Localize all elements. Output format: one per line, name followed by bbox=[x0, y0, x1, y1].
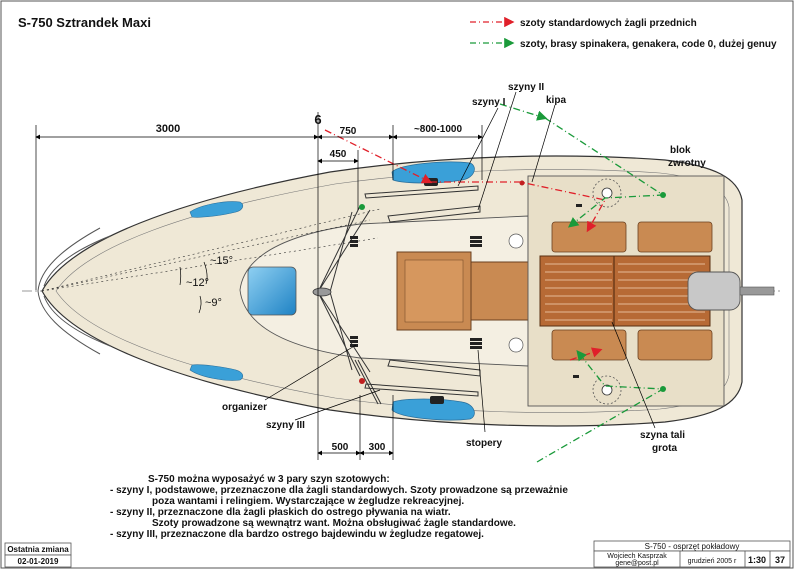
lead-block-stbd bbox=[359, 378, 365, 384]
label-zwrotny: zwrotny bbox=[668, 158, 706, 169]
seat-stbd-fwd bbox=[551, 329, 627, 361]
stamp-label: Ostatnia zmiana bbox=[7, 545, 69, 554]
label-szyny-i: szyny I bbox=[472, 97, 506, 108]
legend-red-label: szoty standardowych żagli przednich bbox=[520, 18, 697, 29]
notes-line-3: - szyny III, przeznaczone dla bardzo ost… bbox=[110, 529, 484, 540]
notes-line-1b: poza wantami i relingiem. Wystarczające … bbox=[152, 496, 465, 507]
green-sheet-lines bbox=[499, 103, 666, 463]
notes-line-2b: Szoty prowadzone są wewnątrz want. Można… bbox=[152, 518, 516, 529]
angle-lines bbox=[41, 208, 381, 292]
winch-stbd-drum bbox=[601, 384, 613, 396]
dim-3000: 3000 bbox=[156, 123, 180, 135]
titleblock-email: gene@post.pl bbox=[615, 560, 659, 567]
winch-port-drum bbox=[601, 187, 613, 199]
shrouds bbox=[317, 205, 371, 377]
label-blok: blok bbox=[670, 145, 691, 156]
window-stbd-aft bbox=[391, 398, 475, 421]
legend-green-label: szoty, brasy spinakera, genakera, code 0… bbox=[520, 39, 777, 50]
seat-port-aft bbox=[637, 221, 713, 253]
winch-port bbox=[592, 178, 622, 208]
rail-iii-stbd bbox=[354, 359, 382, 405]
rail-i-port bbox=[387, 205, 481, 223]
notes-intro: S-750 można wyposażyć w 3 pary szyn szot… bbox=[148, 474, 390, 485]
rail-ii-stbd bbox=[364, 383, 479, 397]
winch-cabin-stbd bbox=[508, 337, 524, 353]
mast bbox=[312, 287, 332, 297]
label-angle-12: ~12° bbox=[186, 277, 209, 289]
hatch-garage bbox=[470, 261, 532, 321]
tiller bbox=[739, 286, 775, 296]
window-port-aft bbox=[391, 161, 475, 184]
cockpit-floor bbox=[539, 255, 711, 327]
notes-line-1: - szyny I, podstawowe, przeznaczone dla … bbox=[110, 485, 568, 496]
dim-300: 300 bbox=[369, 442, 386, 453]
dim-750: 750 bbox=[340, 126, 357, 137]
dim-450: 450 bbox=[330, 149, 347, 160]
bow-pulpit bbox=[37, 227, 111, 355]
stamp-date-box bbox=[4, 554, 72, 568]
titleblock-date: grudzień 2005 r bbox=[688, 558, 737, 565]
lead-block-port bbox=[359, 204, 365, 210]
outboard-motor bbox=[687, 271, 741, 311]
titleblock-title: S-750 - osprzęt pokładowy bbox=[645, 542, 740, 551]
seat-port-fwd bbox=[551, 221, 627, 253]
leader-lines bbox=[264, 91, 656, 433]
dim-800-1000: ~800-1000 bbox=[414, 124, 463, 135]
drawing-title: S-750 Sztrandek Maxi bbox=[18, 15, 151, 30]
window-port-fwd bbox=[189, 201, 244, 218]
label-grota: grota bbox=[652, 443, 677, 454]
titleblock-number: 37 bbox=[775, 555, 785, 565]
titleblock-author: Wojciech Kasprzak bbox=[607, 553, 667, 560]
forehatch-window bbox=[247, 266, 297, 316]
label-stopery: stopery bbox=[466, 438, 503, 449]
titleblock-body bbox=[593, 550, 791, 568]
dim-500: 500 bbox=[332, 442, 349, 453]
stamp-date: 02-01-2019 bbox=[18, 557, 59, 566]
label-organizer: organizer bbox=[222, 402, 267, 413]
block-rail-stbd bbox=[430, 396, 444, 404]
label-angle-9: ~9° bbox=[205, 297, 222, 309]
angle-arc-9 bbox=[198, 295, 202, 314]
winch-stbd bbox=[592, 375, 622, 405]
label-szyna-tali: szyna tali bbox=[640, 430, 685, 441]
label-szyny-ii: szyny II bbox=[508, 82, 544, 93]
angle-arc-15 bbox=[203, 261, 208, 285]
label-angle-15: ~15° bbox=[210, 255, 233, 267]
notes-block: S-750 można wyposażyć w 3 pary szyn szot… bbox=[110, 474, 580, 540]
window-stbd-fwd bbox=[189, 364, 244, 381]
rail-ii-port bbox=[364, 185, 479, 199]
angle-arc-12 bbox=[179, 266, 182, 286]
fairlead-port bbox=[519, 180, 525, 186]
hatch-inner bbox=[404, 259, 464, 323]
seat-stbd-aft bbox=[637, 329, 713, 361]
label-szyny-iii: szyny III bbox=[266, 420, 305, 431]
titleblock-scale: 1:30 bbox=[748, 555, 766, 565]
dim-station-6: 6 bbox=[314, 112, 321, 127]
stoppers bbox=[350, 204, 582, 378]
label-kipa: kipa bbox=[546, 95, 566, 106]
winch-cabin-port bbox=[508, 233, 524, 249]
dimension-lines bbox=[35, 112, 483, 460]
notes-line-2: - szyny II, przeznaczone dla żagli płask… bbox=[110, 507, 451, 518]
